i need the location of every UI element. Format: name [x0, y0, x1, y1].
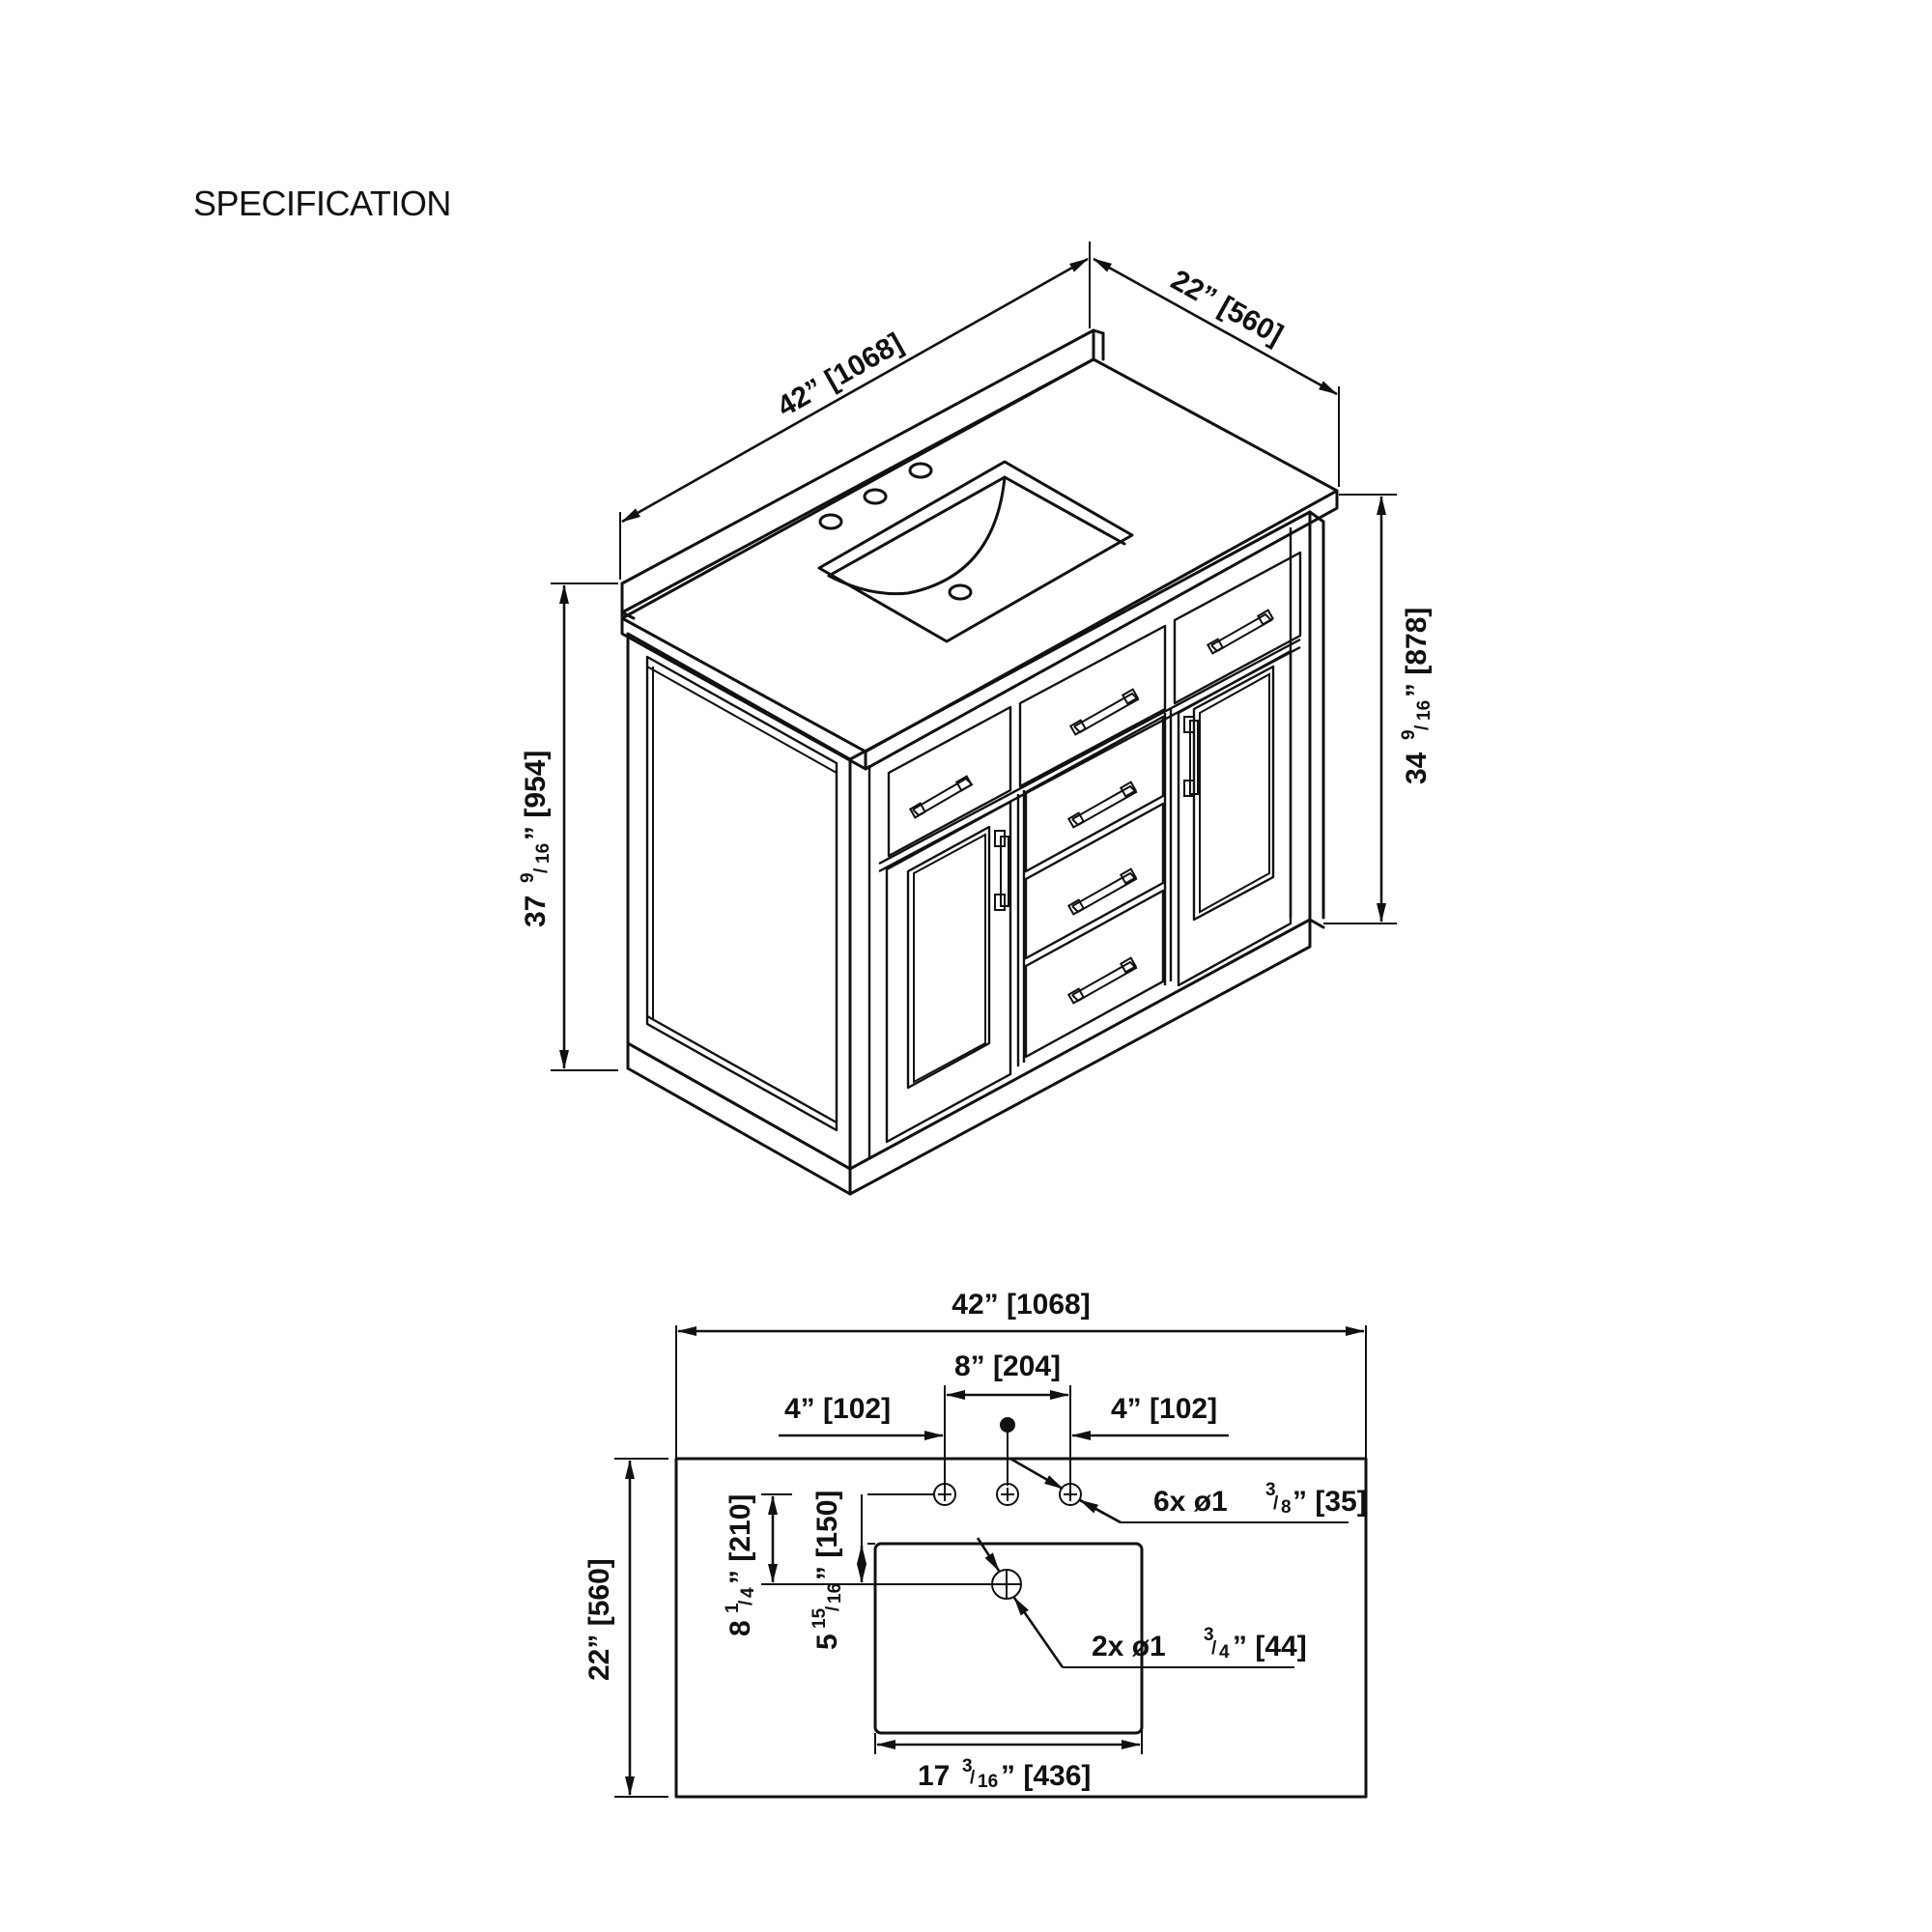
svg-text:1: 1	[723, 1603, 743, 1613]
svg-text:” [44]: ” [44]	[1233, 1631, 1307, 1662]
svg-text:15: 15	[810, 1607, 830, 1629]
svg-text:” [150]: ” [150]	[811, 1491, 843, 1580]
top-width-label: 42” [1068]	[952, 1289, 1090, 1321]
top-drawer-right	[1173, 551, 1302, 705]
faucet-hole-icon	[996, 1483, 1019, 1506]
top-view: 42” [1068] 8” [204] 4” [102] 4” [102]	[583, 1289, 1368, 1799]
drawer-pull-icon	[1206, 609, 1275, 655]
isometric-dimensions: 42” [1068] 22” [560] 37 9 / 16 ” [954] 3…	[518, 242, 1435, 1071]
faucet-to-drain-label: 8 1 / 4 ” [210]	[723, 1494, 758, 1636]
svg-text:16: 16	[825, 1583, 845, 1604]
left-offset-label: 4” [102]	[784, 1393, 891, 1425]
faucet-hole-icon	[1059, 1483, 1082, 1506]
drawer-pull-icon	[1066, 867, 1138, 916]
svg-text:/: /	[1412, 724, 1433, 730]
cabinet-door-left	[885, 800, 1012, 1144]
cabinet-door-right	[1177, 649, 1293, 987]
svg-text:34: 34	[1401, 752, 1433, 784]
svg-text:/: /	[531, 867, 552, 873]
svg-text:” [436]: ” [436]	[1001, 1760, 1091, 1792]
svg-text:9: 9	[1399, 729, 1419, 740]
svg-text:/: /	[823, 1605, 843, 1611]
right-offset-label: 4” [102]	[1111, 1393, 1217, 1425]
svg-text:4: 4	[1219, 1642, 1230, 1662]
svg-text:9: 9	[518, 872, 538, 883]
svg-text:37: 37	[520, 895, 552, 927]
countertop	[620, 357, 1339, 771]
top-drawer-left	[887, 705, 1012, 858]
svg-text:8: 8	[724, 1620, 756, 1636]
svg-text:” [954]: ” [954]	[520, 751, 552, 840]
svg-text:17: 17	[918, 1760, 950, 1792]
svg-text:/: /	[970, 1768, 976, 1788]
svg-text:16: 16	[1414, 700, 1435, 721]
svg-text:3: 3	[962, 1756, 973, 1776]
center-drawer-stack	[1016, 709, 1173, 1066]
drawer-pull-icon	[1066, 956, 1138, 1005]
svg-text:16: 16	[533, 843, 554, 864]
svg-text:2x ø1: 2x ø1	[1092, 1631, 1166, 1662]
faucet-hole-callout: 6x ø1 3 / 8 ” [35]	[1153, 1480, 1367, 1518]
drawer-pull-icon	[1066, 781, 1138, 829]
svg-text:5: 5	[811, 1634, 843, 1650]
door-handle-icon	[994, 830, 1009, 911]
undermount-sink	[817, 460, 1134, 643]
door-handle-icon	[1183, 716, 1199, 797]
top-depth-label: 22” [560]	[583, 1558, 615, 1681]
svg-text:6x ø1: 6x ø1	[1153, 1486, 1228, 1518]
sink-width-label: 17 3 / 16 ” [436]	[918, 1756, 1091, 1792]
drawer-pull-icon	[908, 775, 974, 819]
svg-text:” [210]: ” [210]	[724, 1494, 756, 1584]
svg-text:4: 4	[738, 1587, 758, 1598]
cabinet-side-panel	[626, 632, 852, 1196]
faucet-hole-icon	[933, 1483, 956, 1506]
svg-text:8: 8	[1281, 1497, 1292, 1518]
countertop-outline	[674, 1457, 1368, 1799]
sink-edge-to-drain-label: 5 15 / 16 ” [150]	[810, 1491, 845, 1650]
page-title: SPECIFICATION	[193, 184, 451, 223]
svg-text:/: /	[1211, 1638, 1217, 1659]
svg-text:3: 3	[1265, 1480, 1276, 1500]
svg-text:” [878]: ” [878]	[1401, 608, 1433, 697]
center-reference-dot	[1000, 1417, 1015, 1486]
iso-counter-height-label: 34 9 / 16 ” [878]	[1399, 608, 1435, 784]
svg-text:” [35]: ” [35]	[1293, 1486, 1367, 1518]
iso-width-label: 42” [1068]	[772, 327, 908, 423]
svg-text:/: /	[1273, 1493, 1279, 1514]
drain-callout: 2x ø1 3 / 4 ” [44]	[1092, 1625, 1307, 1662]
svg-text:/: /	[736, 1600, 756, 1605]
svg-text:3: 3	[1204, 1625, 1214, 1645]
drawer-pull-icon	[1068, 688, 1140, 736]
svg-text:16: 16	[978, 1772, 998, 1792]
faucet-spread-label: 8” [204]	[954, 1350, 1061, 1382]
drain-icon	[991, 1569, 1022, 1600]
cabinet-front-face	[848, 510, 1325, 1196]
iso-overall-height-label: 37 9 / 16 ” [954]	[518, 751, 554, 927]
face-frame-rail	[878, 638, 1301, 866]
top-drawer-center	[1018, 624, 1167, 788]
sink-basin-outline	[873, 1542, 1144, 1735]
iso-depth-label: 22” [560]	[1166, 264, 1289, 351]
